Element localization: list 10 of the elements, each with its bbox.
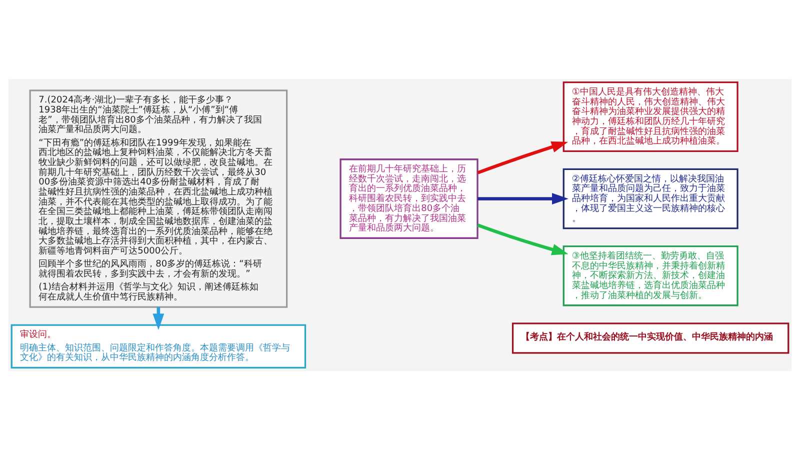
- arrow: [478, 193, 568, 205]
- node-box: ①中国人民是具有伟大创造精神、伟大奋斗精神的人民，伟大创造精神、伟大奋斗精神为油菜种业发展提供强大的精神动力，傅廷栋和团队历经几十年研究，育成了耐盐碱性好且抗病性强的油菜品种，在西北盐碱地上成功种植油菜。: [562, 81, 738, 152]
- node-box: 7.(2024高考·湖北)一辈子有多长，能干多少事？1938年出生的“油菜院士”傅廷栋，从“小傅”到“傅老”，带领团队培育出80多个油菜品种，有力解决了我国油菜产量和品质两大问题。 “下田有瘾”的傅廷栋和团队在1999年发现，如果能在西北地区的盐碱地上复种饲料油菜，不仅能解决北方冬天畜牧业缺少新鲜饲料的问题，还可以做绿肥，改良盐碱地。在前期几十年研究基础上，团队历经数千次尝试，最终从3000多份油菜资源中筛选出40多份耐盐碱材料，育成了耐盐碱性好且抗病性强的油菜品种，在西北盐碱地上成功种植油菜，并不代表能在其他类型的盐碱地上取得成功。为了能在全国三类盐碱地上都能种上油菜，傅廷栋带领团队走南闯北，提取土壤样本，制成全国盐碱地数据库，创建油菜的盐碱地培养链，最终选育出的一系列优质油菜品种，能够在绝大多数盐碱地上存活并得到大面积种植，其中，在内蒙古、新疆等地青饲料亩产可达5000公斤。 回顾半个多世纪的风风雨雨，80多岁的傅廷栋说：“科研就得围着农民转，多到实践中去，才会有新的发现。” (1)结合材料并运用《哲学与文化》知识，阐述傅廷栋如何在成就人生价值中笃行民族精神。: [29, 90, 288, 308]
- node-box: ②傅廷栋心怀爱国之情，以解决我国油菜产量和品质问题为己任，致力于油菜品种培育，为国家和人民作出重大贡献，体现了爱国主义这一民族精神的核心。: [562, 168, 738, 230]
- arrow: [477, 224, 568, 256]
- node-box: 【考点】在个人和社会的统一中实现价值、中华民族精神的内涵: [512, 322, 790, 354]
- node-box: 在前期几十年研究基础上，历经数千次尝试，走南闯北，选育出的一系列优质油菜品种，科研围着农民转，到实践中去，带领团队培育出80多个油菜品种，有力解决了我国油菜产量和品质两大问题。: [340, 158, 478, 239]
- arrow: [477, 141, 568, 174]
- node-box: ③他坚持着团结统一、勤劳勇敢、自强不息的中华民族精神，并秉持着创新精神，不断探索新方法、新技术，创建油菜盐碱地培养链，选育出优质油菜品种，推动了油菜种植的发展与创新。: [562, 246, 738, 306]
- node-box: 审设问。 明确主体、知识范围、问题限定和作答角度。本题需要调用《哲学与文化》的有关知识，从中华民族精神的内涵角度分析作答。: [10, 324, 306, 369]
